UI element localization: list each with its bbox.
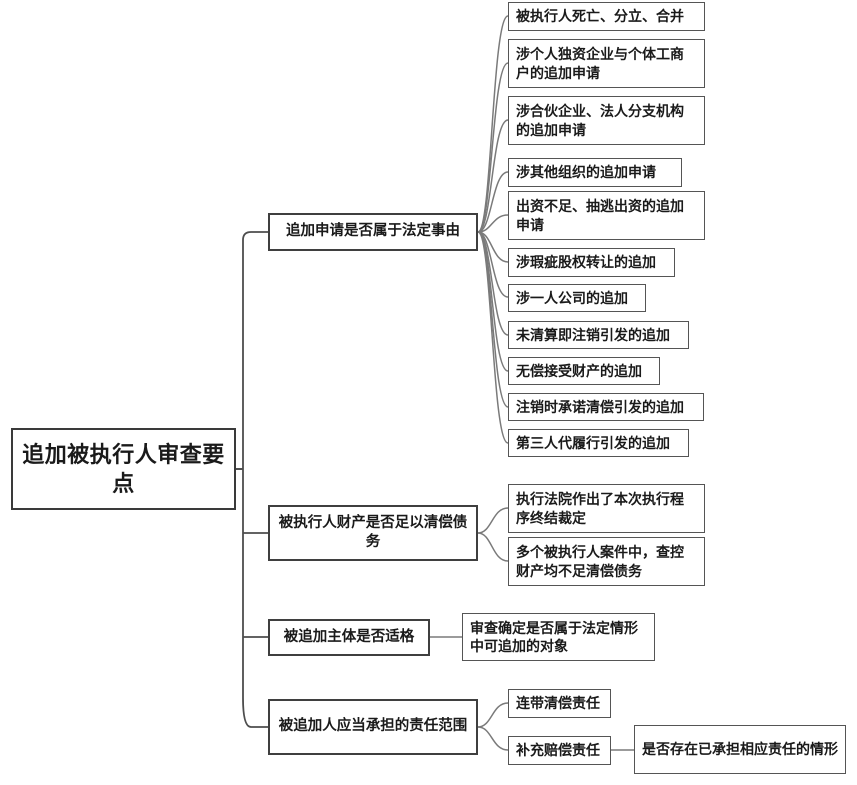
subleaf-node-label: 是否存在已承担相应责任的情形 [642,741,838,758]
leaf-node[interactable]: 审查确定是否属于法定情形中可追加的对象 [462,613,655,661]
subleaf-node[interactable]: 是否存在已承担相应责任的情形 [634,725,846,774]
leaf-node[interactable]: 注销时承诺清偿引发的追加 [508,393,704,421]
leaf-node-label: 第三人代履行引发的追加 [516,434,670,451]
branch-node-label: 被追加人应当承担的责任范围 [278,718,468,735]
leaf-node[interactable]: 无偿接受财产的追加 [508,357,660,385]
leaf-node-label: 涉瑕疵股权转让的追加 [516,254,656,271]
leaf-node[interactable]: 多个被执行人案件中，查控财产均不足清偿债务 [508,537,705,586]
leaf-node[interactable]: 补充赔偿责任 [508,736,611,765]
leaf-node[interactable]: 涉个人独资企业与个体工商户的追加申请 [508,39,705,88]
branch-node-label: 被追加主体是否适格 [283,628,415,645]
leaf-node[interactable]: 涉其他组织的追加申请 [508,158,682,187]
branch-1-fan-connectors [477,15,509,444]
branch-4-fan-connectors [477,702,509,751]
leaf-node-label: 连带清偿责任 [516,695,600,712]
leaf-node-label: 无偿接受财产的追加 [516,362,642,379]
root-trunk-connectors [236,231,268,728]
leaf-node-label: 注销时承诺清偿引发的追加 [516,398,684,415]
branch-node-liability-scope[interactable]: 被追加人应当承担的责任范围 [268,699,478,755]
leaf-node-label: 出资不足、抽逃出资的追加申请 [516,198,684,233]
leaf-node-label: 被执行人死亡、分立、合并 [516,8,684,25]
leaf-node-label: 涉其他组织的追加申请 [516,164,656,181]
leaf-node[interactable]: 涉瑕疵股权转让的追加 [508,248,675,277]
branch-node-label: 追加申请是否属于法定事由 [286,223,460,240]
leaf-node-label: 执行法院作出了本次执行程序终结裁定 [516,491,684,526]
leaf-node[interactable]: 连带清偿责任 [508,689,611,718]
root-node-label: 追加被执行人审查要点 [22,441,225,496]
leaf-node[interactable]: 执行法院作出了本次执行程序终结裁定 [508,484,705,533]
leaf-node[interactable]: 涉合伙企业、法人分支机构的追加申请 [508,96,705,145]
branch-node-label: 被执行人财产是否足以清偿债务 [278,514,468,550]
leaf-node[interactable]: 出资不足、抽逃出资的追加申请 [508,191,705,240]
leaf-node-label: 审查确定是否属于法定情形中可追加的对象 [470,619,638,654]
leaf-node-label: 未清算即注销引发的追加 [516,326,670,343]
leaf-node[interactable]: 涉一人公司的追加 [508,284,646,312]
leaf-node-label: 涉合伙企业、法人分支机构的追加申请 [516,103,684,138]
branch-node-property-sufficiency[interactable]: 被执行人财产是否足以清偿债务 [268,505,478,561]
branch-2-fan-connectors [477,507,509,562]
leaf-node-label: 涉一人公司的追加 [516,289,628,306]
leaf-node-label: 补充赔偿责任 [516,742,600,759]
leaf-node-label: 涉个人独资企业与个体工商户的追加申请 [516,46,684,81]
branch-node-legal-grounds[interactable]: 追加申请是否属于法定事由 [268,213,478,251]
leaf-node[interactable]: 未清算即注销引发的追加 [508,321,689,349]
root-node[interactable]: 追加被执行人审查要点 [11,428,236,510]
leaf-node[interactable]: 被执行人死亡、分立、合并 [508,2,705,31]
branch-node-subject-eligibility[interactable]: 被追加主体是否适格 [268,619,430,656]
leaf-node[interactable]: 第三人代履行引发的追加 [508,429,689,457]
leaf-node-label: 多个被执行人案件中，查控财产均不足清偿债务 [516,544,684,579]
